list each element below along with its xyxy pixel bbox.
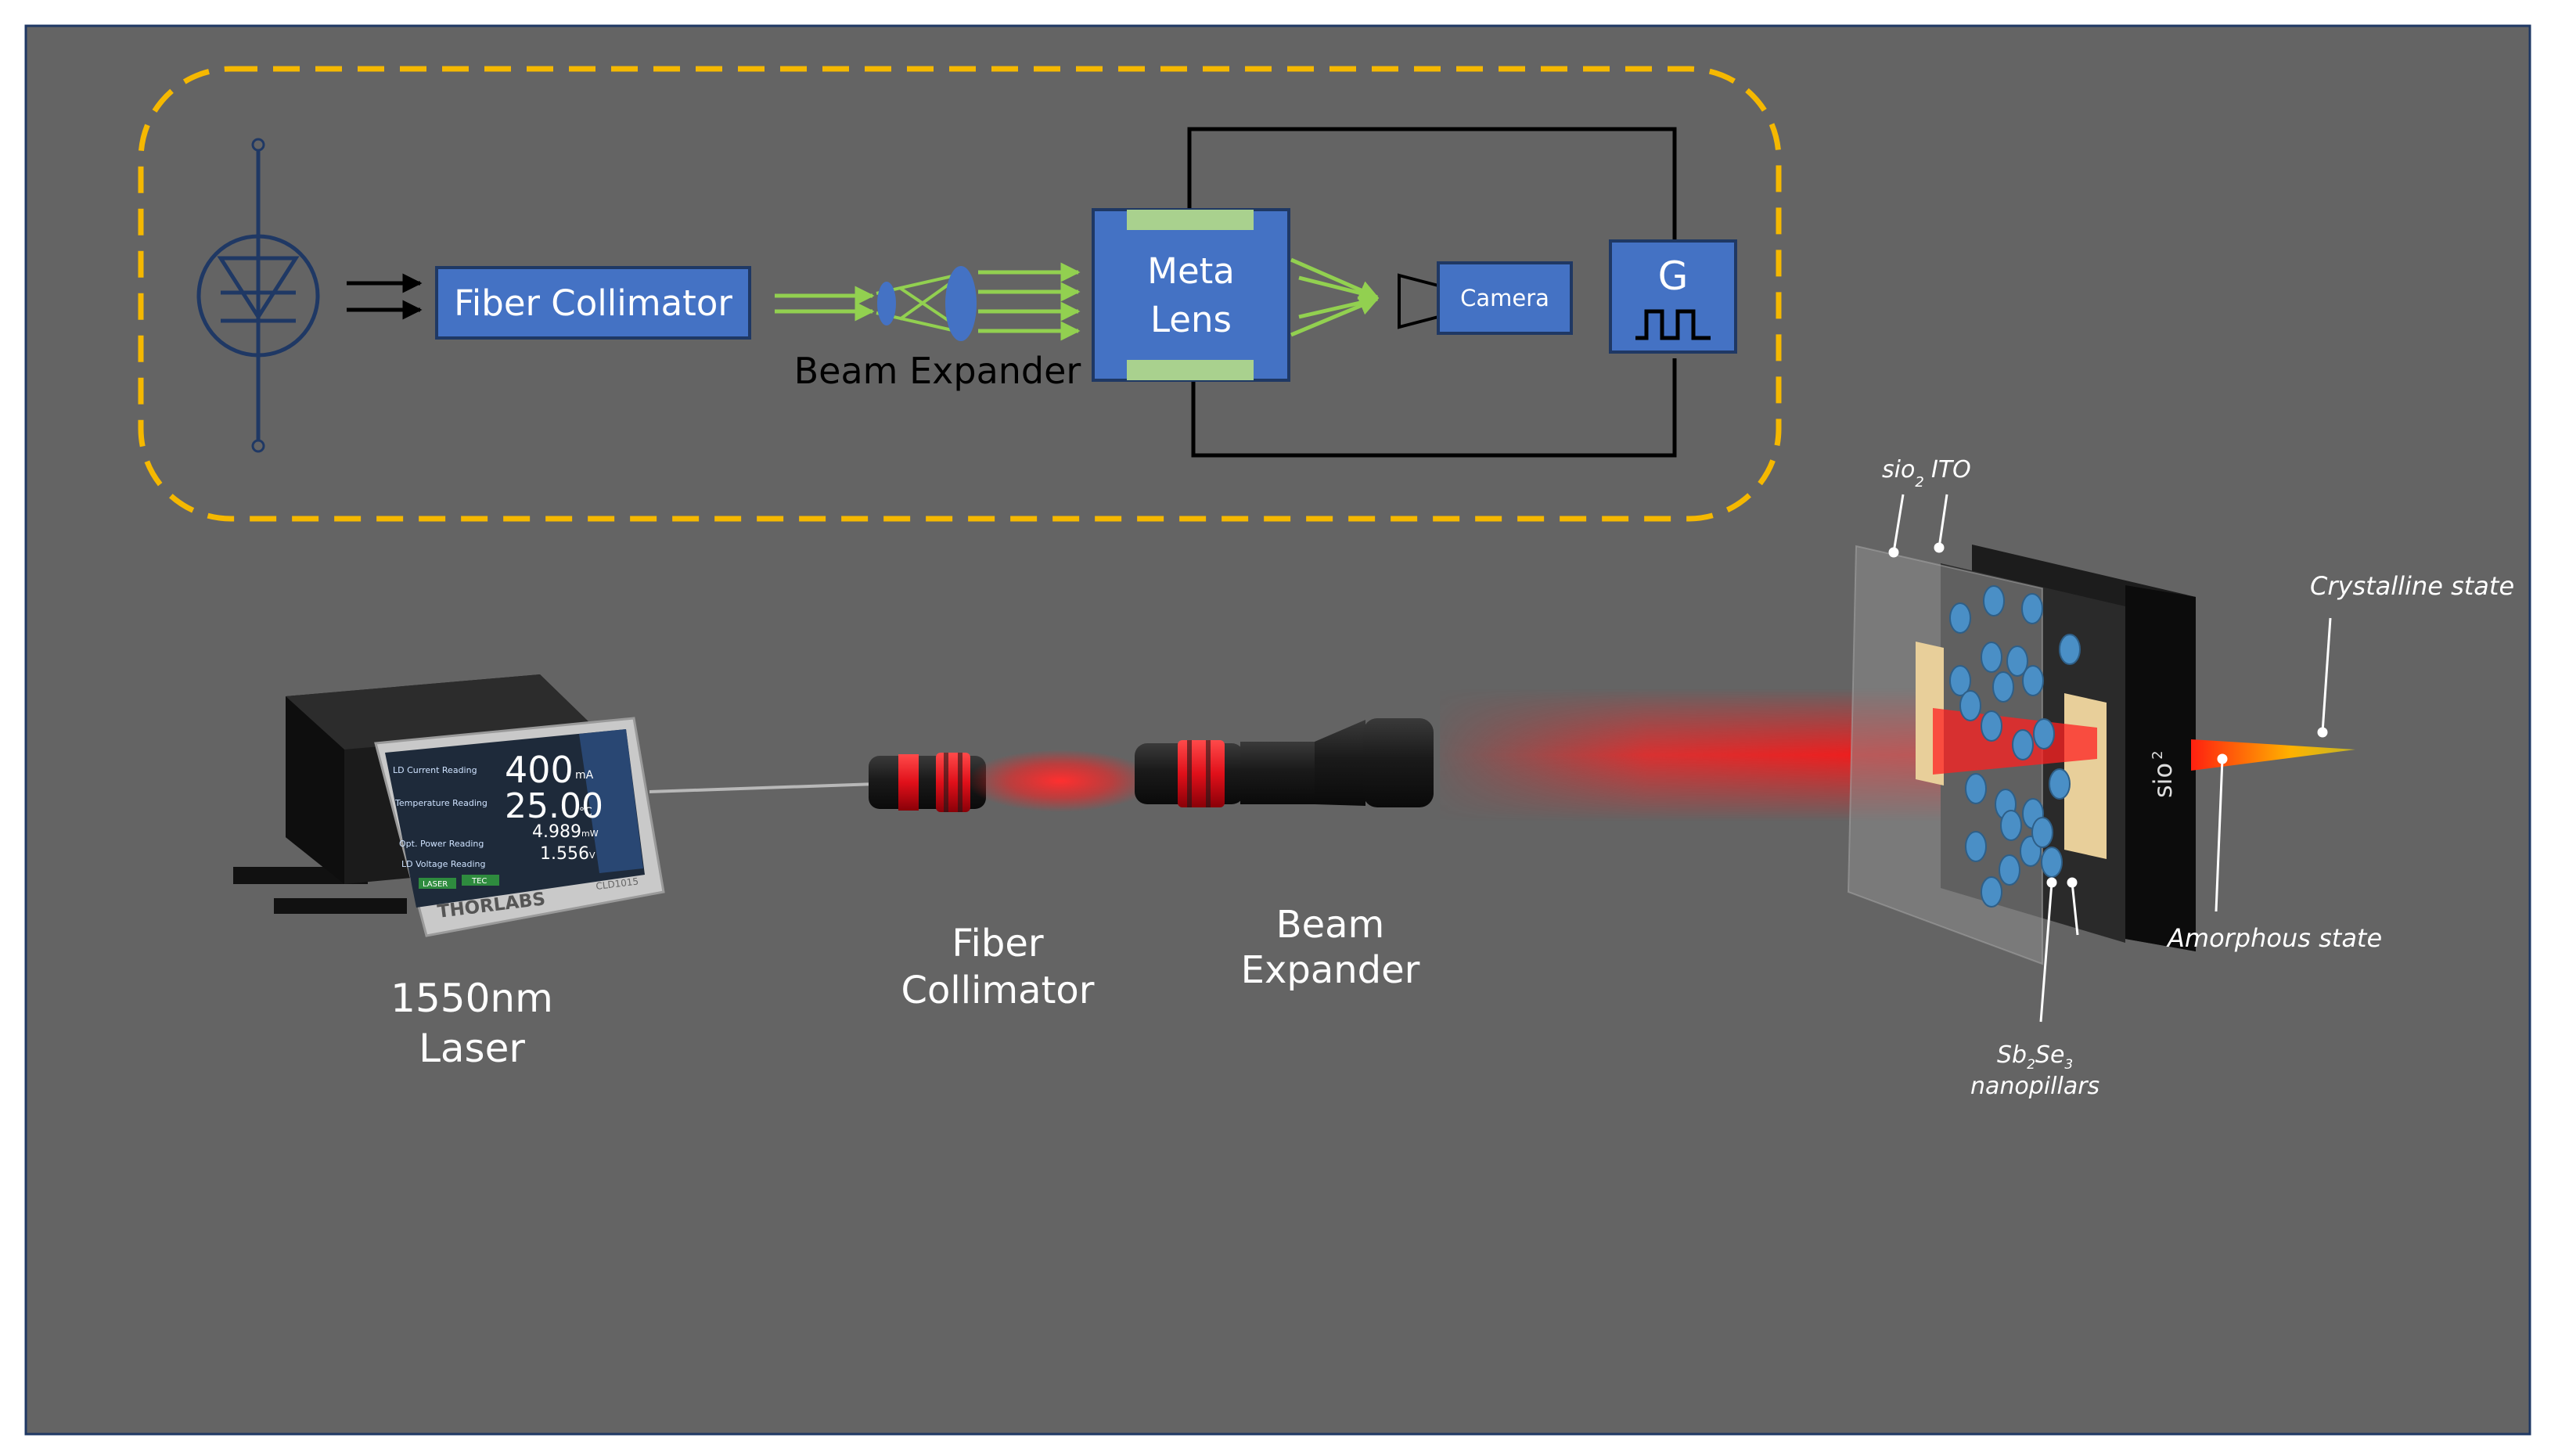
- beam-expander-symbol: [876, 266, 977, 341]
- fiber-collimator-3d: [869, 753, 986, 812]
- fiber-collimator-label-line2: Collimator: [901, 969, 1095, 1012]
- pulse-waveform-icon: [1635, 309, 1711, 340]
- schematic-dashed-box: [138, 66, 1782, 522]
- meta-lens-label-line2: Lens: [1150, 299, 1232, 340]
- nanopillar-array: [1949, 585, 2081, 908]
- sio2-side-label: sio2: [2148, 750, 2178, 798]
- crystalline-state-label: Crystalline state: [2310, 571, 2514, 601]
- metasurface-device: sio2: [1847, 545, 2196, 965]
- control-wiring: [1187, 127, 1677, 458]
- nanopillars-label-line2: nanopillars: [1970, 1073, 2099, 1100]
- generator-label: G: [1658, 253, 1689, 299]
- sio2-top-label: sio2: [1882, 456, 1924, 491]
- screen-laser-button: LASER: [423, 880, 448, 889]
- screen-current-value: 400: [505, 749, 574, 791]
- device-model: CLD1015: [595, 875, 639, 892]
- screen-row-1: LD Current Reading: [393, 765, 477, 775]
- annotation-leaders: [1888, 494, 2332, 1023]
- meta-lens-label-line1: Meta: [1147, 250, 1235, 292]
- expanded-beam-arrows: [978, 262, 1081, 341]
- beam-expander-label-line1: Beam: [1276, 903, 1385, 947]
- ito-label: ITO: [1931, 456, 1971, 484]
- laser-diode-symbol: [196, 138, 320, 453]
- screen-current-unit: mA: [575, 769, 594, 782]
- meta-lens-bottom-electrode: [1127, 360, 1254, 380]
- generator-block: [1609, 239, 1737, 354]
- laser-source-device: LD Current Reading Temperature Reading O…: [233, 674, 665, 937]
- screen-row-2: Temperature Reading: [394, 798, 488, 808]
- meta-lens-top-electrode: [1127, 210, 1254, 230]
- screen-temperature-value: 25.00: [505, 786, 603, 826]
- camera-block: [1437, 261, 1573, 335]
- output-beam: [2191, 739, 2355, 771]
- screen-power-value: 4.989: [532, 822, 581, 842]
- optical-fiber: [649, 782, 877, 793]
- screen-voltage-value: 1.556: [540, 844, 589, 864]
- screen-row-4: LD Voltage Reading: [401, 859, 486, 869]
- nanopillars-label-line1: Sb2Se3: [1997, 1041, 2073, 1073]
- beam-expander-label-line2: Expander: [1241, 948, 1420, 992]
- meta-lens-block: [1092, 208, 1290, 382]
- screen-temperature-unit: °C: [579, 806, 592, 818]
- beam-expander-3d: [1135, 718, 1434, 807]
- fiber-collimator-block: [435, 266, 751, 340]
- screen-row-3: Opt. Power Reading: [399, 839, 484, 849]
- collimated-laser-beam: [966, 750, 1154, 812]
- screen-voltage-unit: V: [589, 850, 595, 861]
- laser-label-line1: 1550nm: [390, 976, 553, 1021]
- camera-label: Camera: [1460, 285, 1549, 311]
- device-screen: [385, 729, 645, 908]
- fiber-collimator-label-line1: Fiber: [952, 922, 1043, 965]
- focused-beam-arrows: [1290, 257, 1380, 337]
- screen-power-unit: mW: [581, 829, 599, 839]
- beam-expander-label: Beam Expander: [794, 350, 1081, 392]
- schematic-panel: Fiber Collimator Beam Expander: [138, 66, 1782, 522]
- amorphous-state-label: Amorphous state: [2166, 923, 2382, 953]
- laser-label-line2: Laser: [419, 1026, 525, 1071]
- fiber-collimator-block-label: Fiber Collimator: [454, 282, 732, 324]
- right-gold-electrode: [2064, 693, 2107, 859]
- screen-tec-button: TEC: [471, 877, 487, 886]
- collimated-beam-arrows: [775, 286, 875, 322]
